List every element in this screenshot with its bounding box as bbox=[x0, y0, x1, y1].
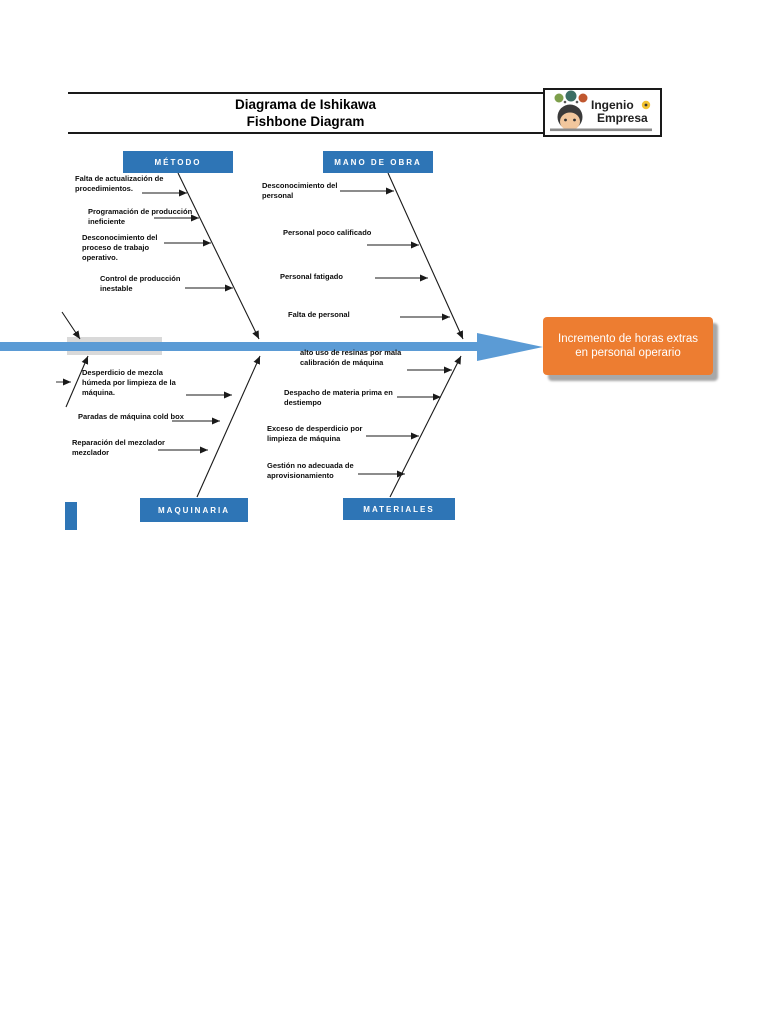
fishbone-diagram bbox=[0, 172, 543, 498]
cause-label: Falta de actualización de procedimientos… bbox=[75, 174, 164, 193]
bone-mano-de-obra bbox=[387, 172, 464, 340]
cause-label: Programación de producción ineficiente bbox=[88, 207, 193, 226]
effect-label: Incremento de horas extras en personal o… bbox=[558, 333, 698, 359]
bone-cropped-bottom bbox=[65, 355, 89, 408]
category-label: MAQUINARIA bbox=[158, 505, 230, 515]
category-box-cropped-fragment bbox=[65, 502, 77, 530]
category-box-metodo: MÉTODO bbox=[123, 151, 233, 173]
cause-label: Paradas de máquina cold box bbox=[78, 412, 184, 421]
logo-dot bbox=[575, 100, 579, 104]
bone-maquinaria bbox=[196, 355, 261, 498]
cause-label: Gestión no adecuada de aprovisionamiento bbox=[267, 461, 354, 480]
logo-bubble-icon bbox=[578, 93, 588, 103]
cause-label: Personal fatigado bbox=[280, 272, 343, 281]
category-label: MANO DE OBRA bbox=[334, 157, 422, 167]
category-label: MATERIALES bbox=[363, 504, 435, 514]
category-box-mano-de-obra: MANO DE OBRA bbox=[323, 151, 433, 173]
category-label: MÉTODO bbox=[154, 157, 202, 167]
cause-label: Desconocimiento del proceso de trabajo o… bbox=[82, 233, 158, 262]
cause-label: Personal poco calificado bbox=[283, 228, 372, 237]
logo-eye bbox=[564, 118, 567, 122]
bone-metodo bbox=[177, 172, 260, 340]
logo-bubble-icon bbox=[565, 90, 577, 102]
cause-label: Despacho de materia prima en destiempo bbox=[284, 388, 393, 407]
cause-label: Desconocimiento del personal bbox=[262, 181, 338, 200]
cause-label: alto uso de resinas por mala calibración… bbox=[300, 348, 402, 367]
logo-tagline bbox=[550, 128, 652, 132]
bone-materiales bbox=[389, 355, 462, 498]
logo-bubble-icon bbox=[554, 93, 564, 103]
document-title-line1: Diagrama de Ishikawa bbox=[234, 97, 377, 112]
cause-label: Reparación del mezclador mezclador bbox=[72, 438, 165, 457]
brand-logo-icon: Ingenio Empresa bbox=[550, 90, 652, 132]
logo-brand-line2: Empresa bbox=[597, 111, 648, 125]
spine-arrowhead-icon bbox=[477, 333, 543, 361]
category-box-maquinaria: MAQUINARIA bbox=[140, 498, 248, 522]
document-title-line2: Fishbone Diagram bbox=[246, 114, 365, 129]
logo-brand-line1: Ingenio bbox=[591, 98, 634, 112]
category-box-materiales: MATERIALES bbox=[343, 498, 455, 520]
logo-face-icon bbox=[560, 112, 580, 131]
cause-label: Control de producción inestable bbox=[100, 274, 181, 293]
logo-eye bbox=[573, 118, 576, 122]
brand-logo: Ingenio Empresa bbox=[543, 88, 662, 137]
cause-label: Exceso de desperdicio por limpieza de má… bbox=[267, 424, 363, 443]
logo-yellow-dot-center bbox=[644, 103, 648, 107]
cause-label: Desperdicio de mezcla húmeda por limpiez… bbox=[82, 368, 176, 397]
document-header: Diagrama de Ishikawa Fishbone Diagram bbox=[68, 92, 543, 134]
effect-box: Incremento de horas extras en personal o… bbox=[543, 317, 713, 375]
logo-dot bbox=[563, 100, 567, 104]
cause-label: Falta de personal bbox=[288, 310, 350, 319]
spine-bar bbox=[0, 342, 478, 351]
bone-cropped-top bbox=[61, 311, 81, 340]
